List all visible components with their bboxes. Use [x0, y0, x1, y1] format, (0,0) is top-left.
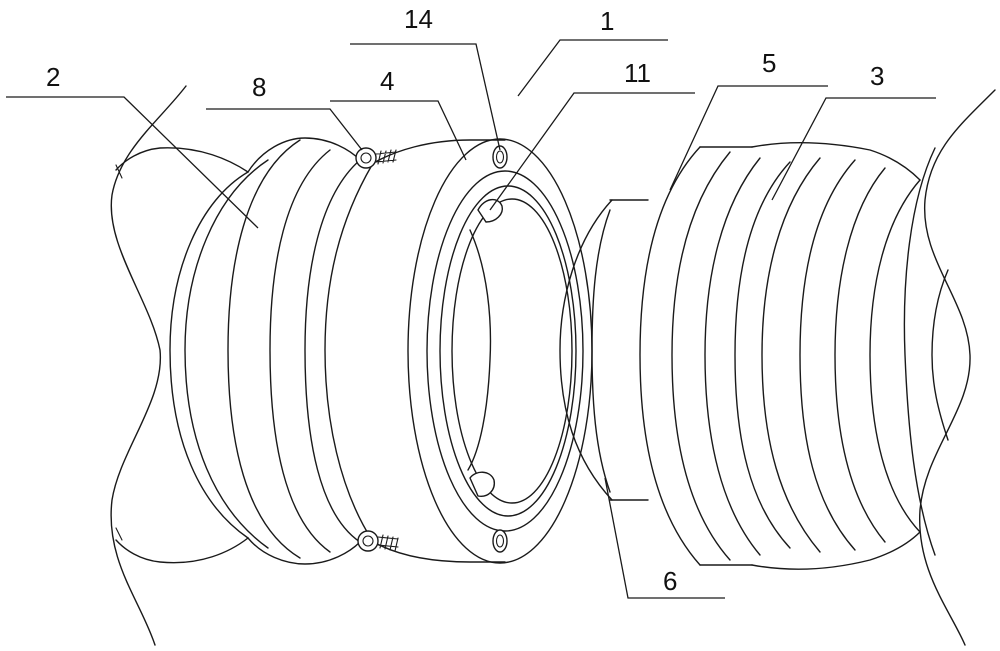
leader-lines: [6, 39, 936, 599]
label-8: 8: [252, 72, 266, 102]
eye-screw-top: [355, 147, 397, 169]
right-bellows-hose: [734, 89, 996, 646]
label-1: 1: [600, 6, 614, 36]
label-2: 2: [46, 62, 60, 92]
leader-14: [350, 43, 501, 151]
label-4: 4: [380, 66, 394, 96]
leader-11: [489, 92, 695, 211]
insert-sleeve: [559, 199, 649, 501]
leader-1: [517, 39, 668, 97]
left-bellows-hose: [110, 85, 361, 646]
leader-4: [330, 100, 467, 161]
label-6: 6: [663, 566, 677, 596]
part-labels: 2 8 4 14 1 11 5 3 6: [46, 4, 884, 596]
leader-2: [6, 96, 259, 229]
leader-6: [604, 477, 725, 599]
leader-5: [669, 85, 828, 191]
leader-3: [771, 97, 936, 201]
label-5: 5: [762, 48, 776, 78]
right-coupling: [639, 146, 761, 566]
label-14: 14: [404, 4, 433, 34]
flange-collar: [324, 138, 593, 564]
eye-screw-bottom: [357, 530, 399, 552]
label-11: 11: [624, 58, 651, 88]
label-3: 3: [870, 61, 884, 91]
leader-8: [206, 108, 363, 151]
